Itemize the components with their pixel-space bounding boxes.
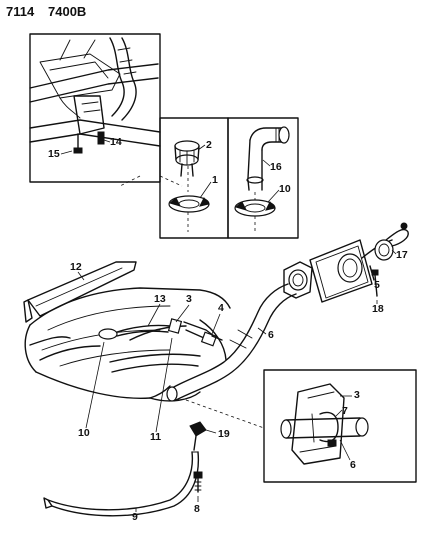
fuel-tank xyxy=(24,287,231,402)
inset-sending-unit-detail xyxy=(159,117,299,239)
part-17-fuel-cap xyxy=(374,222,409,261)
vent-hose-assembly xyxy=(129,318,223,347)
callout-8: 8 xyxy=(194,503,200,515)
inset-clamp-detail xyxy=(185,369,417,483)
part-19-strap-bracket xyxy=(189,421,207,451)
part-6-filler-tube xyxy=(166,261,313,402)
part-12-heat-shield xyxy=(23,261,137,323)
callout-13: 13 xyxy=(154,293,166,305)
callout-18: 18 xyxy=(372,303,384,315)
inset-mounting-frame xyxy=(29,33,161,183)
diagram-code-left: 7114 xyxy=(6,4,35,19)
part-8-strap-bolt xyxy=(193,471,203,493)
callout-6: 6 xyxy=(268,329,274,341)
callout-4: 4 xyxy=(218,302,224,314)
callout-5: 5 xyxy=(374,279,380,291)
callout-11: 11 xyxy=(150,431,161,443)
callout-17: 17 xyxy=(396,249,408,261)
callout-9: 9 xyxy=(132,511,138,523)
part-9-tank-strap xyxy=(43,451,200,517)
part-18-screw xyxy=(371,269,379,297)
callout-10: 10 xyxy=(279,183,291,195)
callout-12: 12 xyxy=(70,261,82,273)
callout-2: 2 xyxy=(206,139,212,151)
callout-3b: 3 xyxy=(354,389,360,401)
callout-6b: 6 xyxy=(350,459,356,471)
callout-19: 19 xyxy=(218,428,230,440)
callout-16: 16 xyxy=(270,161,282,173)
callout-14: 14 xyxy=(110,136,122,148)
callout-3: 3 xyxy=(186,293,192,305)
callout-10b: 10 xyxy=(78,427,90,439)
inset-mounting-detail xyxy=(29,33,183,187)
inset-clamp-frame xyxy=(263,369,417,483)
callout-7: 7 xyxy=(342,405,348,417)
diagram-code-right: 7400B xyxy=(48,4,86,19)
callout-1: 1 xyxy=(212,174,218,186)
callout-15: 15 xyxy=(48,148,60,160)
inset-sending-unit-frame-right xyxy=(227,117,299,239)
